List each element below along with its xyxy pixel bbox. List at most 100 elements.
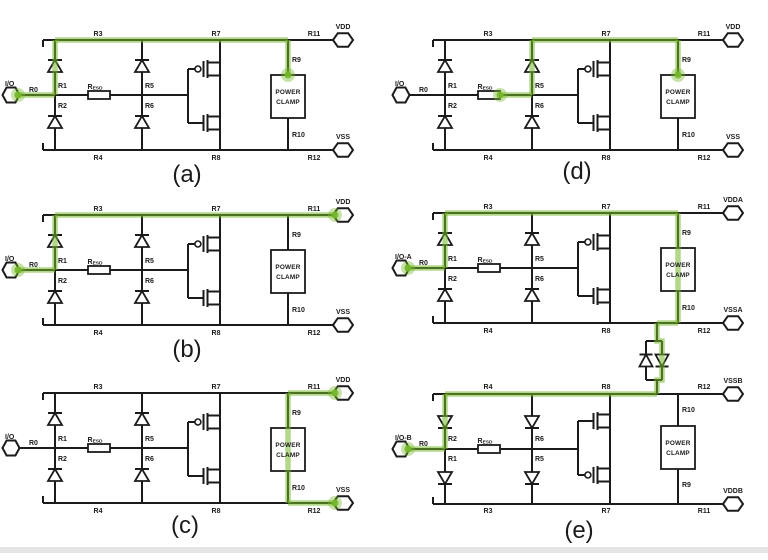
label-r0: R0 bbox=[419, 260, 428, 267]
label-vss-pad: VSS bbox=[336, 134, 350, 141]
highlight-node-io-pad bbox=[14, 266, 22, 274]
label-r2: R2 bbox=[448, 436, 457, 443]
diode-r6 bbox=[523, 287, 541, 302]
label-r9: R9 bbox=[292, 232, 301, 239]
label-io-pad: I/O bbox=[5, 434, 15, 441]
vdd-pad bbox=[331, 32, 355, 48]
vss-pad bbox=[331, 317, 355, 333]
label-r7: R7 bbox=[212, 206, 221, 213]
label-vdd-pad: VDD bbox=[336, 377, 351, 384]
power-clamp-box bbox=[270, 249, 306, 294]
diode-r2 bbox=[46, 114, 64, 129]
label-resd: RESD bbox=[478, 84, 493, 92]
label-r6: R6 bbox=[145, 278, 154, 285]
label-r11: R11 bbox=[698, 204, 711, 211]
label-r1: R1 bbox=[448, 456, 457, 463]
label-vss-pad: VSSB bbox=[723, 378, 742, 385]
resd-resistor bbox=[87, 265, 111, 275]
label-r8: R8 bbox=[602, 155, 611, 162]
diode-r6 bbox=[133, 467, 151, 482]
diode-r5 bbox=[523, 231, 541, 246]
label-resd: RESD bbox=[478, 438, 493, 446]
label-r2: R2 bbox=[448, 276, 457, 283]
label-r12: R12 bbox=[698, 328, 711, 335]
io-pad bbox=[391, 86, 411, 104]
label-r7: R7 bbox=[212, 384, 221, 391]
label-r1: R1 bbox=[448, 256, 457, 263]
label-r5: R5 bbox=[535, 456, 544, 463]
caption-b: (b) bbox=[172, 336, 201, 363]
label-io-pad: I/O-B bbox=[395, 435, 412, 442]
label-power-clamp-line2: CLAMP bbox=[666, 450, 690, 457]
label-r5: R5 bbox=[535, 256, 544, 263]
label-vss-pad: VSS bbox=[336, 487, 350, 494]
label-r9: R9 bbox=[292, 410, 301, 417]
label-vss-pad: VSSA bbox=[723, 307, 742, 314]
coupling-diode-up bbox=[637, 352, 655, 368]
vss-pad bbox=[721, 386, 745, 402]
diode-r1 bbox=[46, 411, 64, 426]
label-r7: R7 bbox=[602, 204, 611, 211]
pmos-bubble bbox=[194, 65, 202, 73]
label-r10: R10 bbox=[292, 485, 305, 492]
vss-pad bbox=[331, 142, 355, 158]
label-r6: R6 bbox=[535, 276, 544, 283]
vss-pad bbox=[721, 142, 745, 158]
label-r11: R11 bbox=[698, 31, 711, 38]
label-r1: R1 bbox=[448, 83, 457, 90]
label-r9: R9 bbox=[292, 57, 301, 64]
pmos-bubble bbox=[194, 418, 202, 426]
label-r7: R7 bbox=[602, 508, 611, 515]
resd-resistor bbox=[477, 444, 501, 454]
diode-r5 bbox=[523, 471, 541, 486]
diode-r1 bbox=[436, 58, 454, 73]
label-r6: R6 bbox=[145, 103, 154, 110]
vdd-pad bbox=[721, 205, 745, 221]
highlight-node-io-pad bbox=[404, 264, 412, 272]
diode-r2 bbox=[436, 114, 454, 129]
label-r4: R4 bbox=[484, 328, 493, 335]
label-r9: R9 bbox=[682, 482, 691, 489]
label-r2: R2 bbox=[58, 278, 67, 285]
diode-r1 bbox=[436, 471, 454, 486]
highlight-node-clamp-top bbox=[284, 71, 292, 79]
label-power-clamp-line1: POWER bbox=[275, 89, 300, 96]
label-r1: R1 bbox=[58, 258, 67, 265]
highlight-node-vss-pad bbox=[331, 499, 339, 507]
label-io-pad: I/O bbox=[5, 256, 15, 263]
power-clamp-box bbox=[270, 74, 306, 119]
label-power-clamp-line2: CLAMP bbox=[276, 452, 300, 459]
label-resd: RESD bbox=[478, 257, 493, 265]
label-r4: R4 bbox=[484, 384, 493, 391]
power-clamp-box bbox=[660, 74, 696, 119]
label-r10: R10 bbox=[292, 307, 305, 314]
vdd-pad bbox=[331, 385, 355, 401]
label-r5: R5 bbox=[145, 83, 154, 90]
label-io-pad: I/O-A bbox=[395, 254, 412, 261]
caption-a: (a) bbox=[172, 161, 201, 188]
label-vss-pad: VSS bbox=[726, 134, 740, 141]
label-r3: R3 bbox=[94, 206, 103, 213]
bottom-edge-strip bbox=[0, 547, 768, 553]
label-r10: R10 bbox=[682, 305, 695, 312]
pmos-bubble bbox=[194, 240, 202, 248]
label-power-clamp-line1: POWER bbox=[275, 442, 300, 449]
label-r11: R11 bbox=[308, 384, 321, 391]
highlight-coupling-path bbox=[654, 323, 665, 394]
label-r5: R5 bbox=[145, 258, 154, 265]
label-r6: R6 bbox=[535, 103, 544, 110]
io-pad bbox=[1, 439, 21, 457]
label-power-clamp-line2: CLAMP bbox=[276, 99, 300, 106]
label-r2: R2 bbox=[58, 103, 67, 110]
label-power-clamp-line2: CLAMP bbox=[666, 272, 690, 279]
diode-r5 bbox=[133, 233, 151, 248]
label-io-pad: I/O bbox=[5, 81, 15, 88]
esd-discharge-path bbox=[493, 37, 685, 102]
